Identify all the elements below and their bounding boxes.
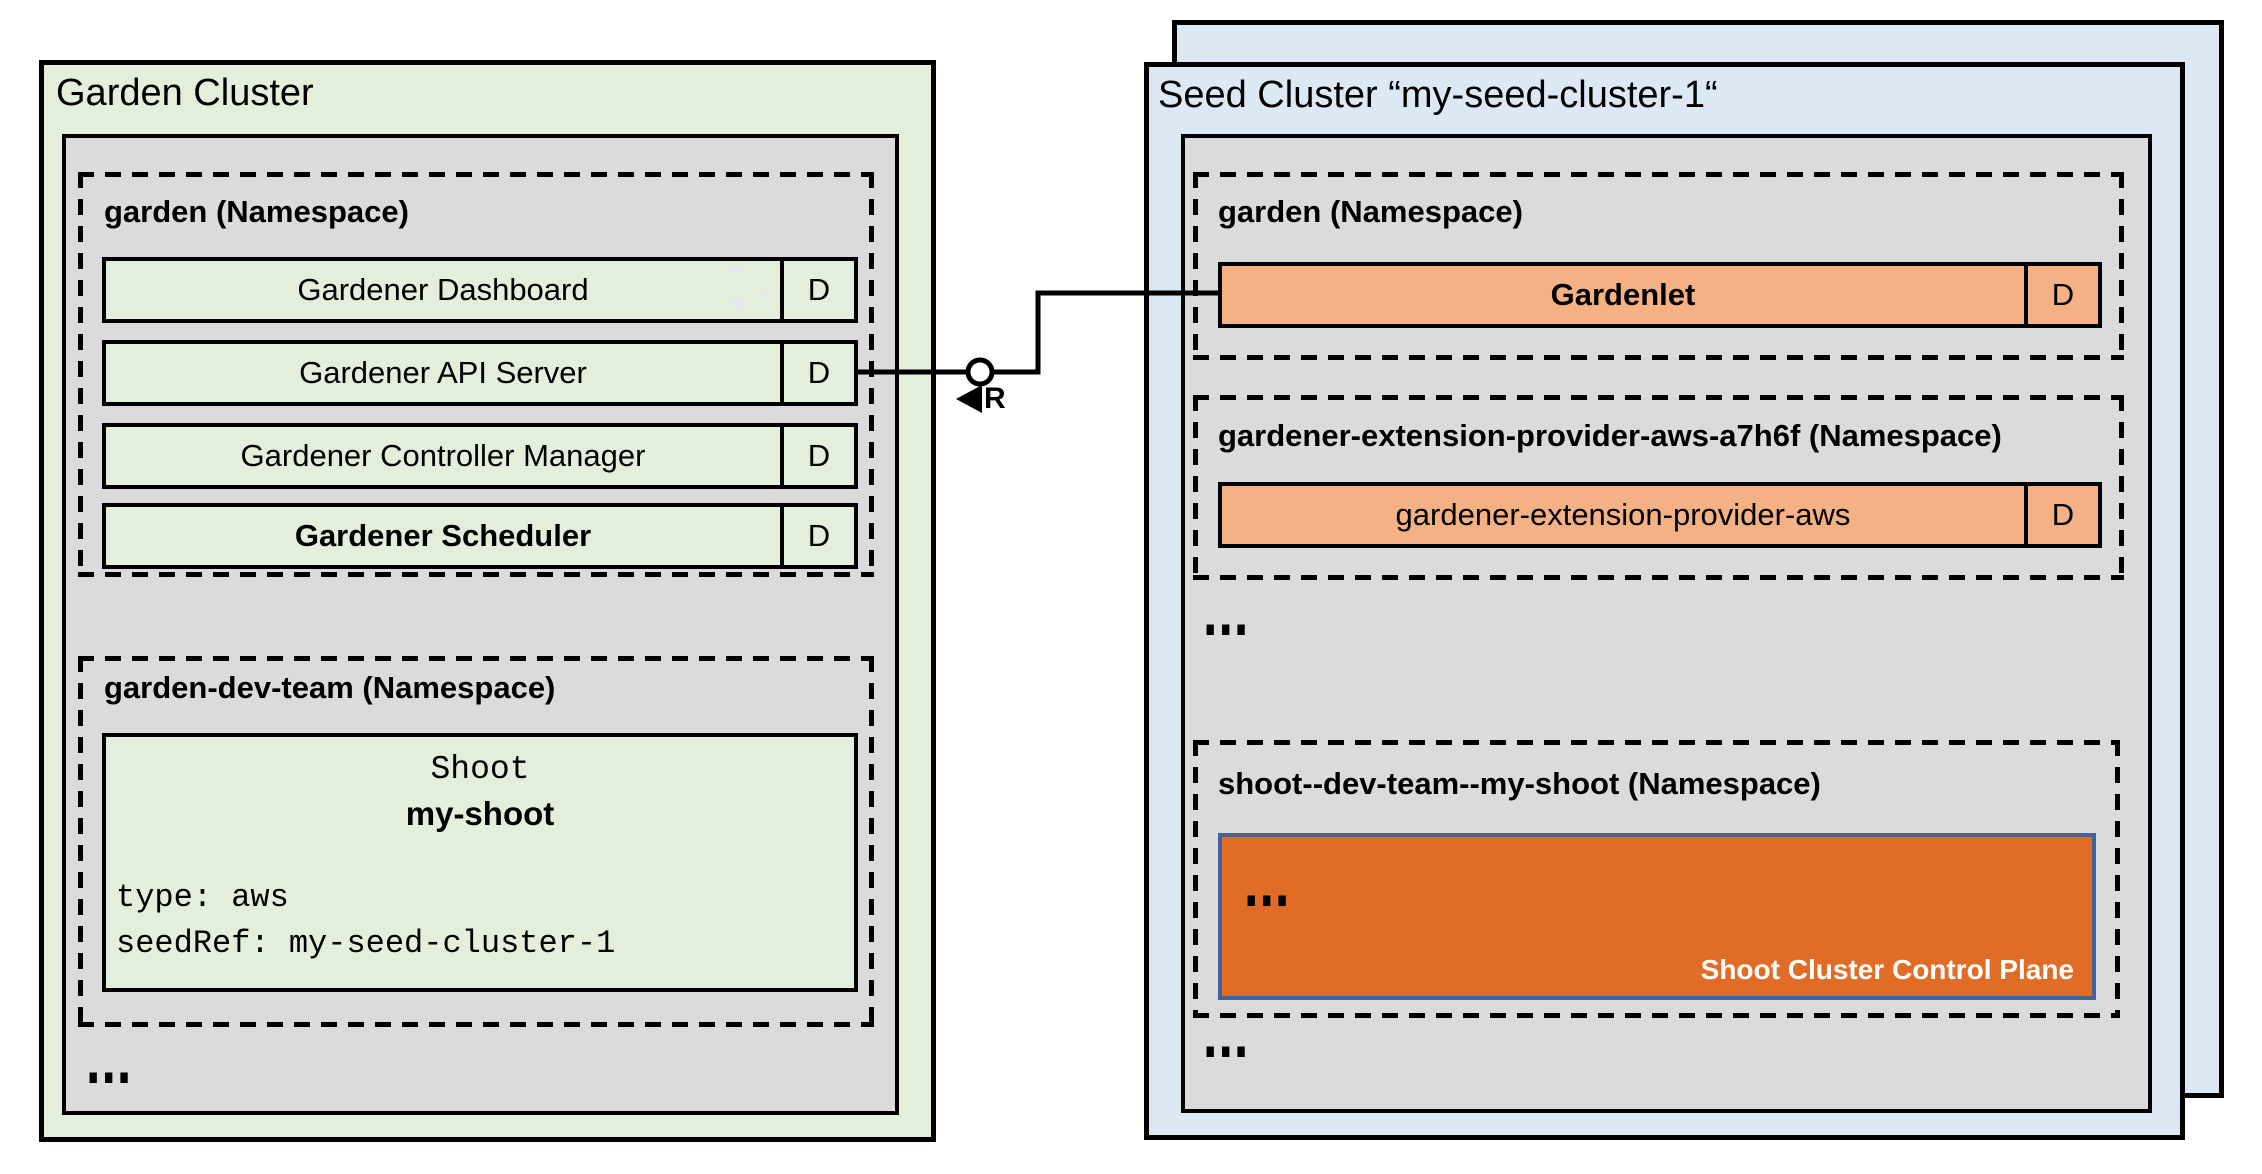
shoot-name: my-shoot	[405, 795, 555, 832]
gardener-dashboard-label: Gardener Dashboard	[297, 272, 589, 307]
extension-provider-label: gardener-extension-provider-aws	[1395, 497, 1851, 532]
left-arrow-icon	[956, 385, 982, 413]
interface-lollipop-circle	[965, 357, 995, 387]
deployment-badge: D	[2024, 486, 2098, 544]
gardener-api-server-label: Gardener API Server	[299, 355, 587, 390]
connector-r-label: R	[984, 382, 1006, 415]
extension-namespace-title: gardener-extension-provider-aws-a7h6f (N…	[1218, 418, 2002, 453]
gardener-controller-manager-row: Gardener Controller Manager D	[102, 423, 858, 489]
gardener-controller-manager-label: Gardener Controller Manager	[240, 438, 646, 473]
shoot-namespace-title: shoot--dev-team--my-shoot (Namespace)	[1218, 766, 1821, 801]
shoot-spec-seedref: seedRef: my-seed-cluster-1	[116, 925, 616, 962]
seed-more-namespaces-ellipsis: ...	[1203, 573, 1250, 652]
deployment-badge: D	[780, 261, 854, 319]
gardener-api-server-row: Gardener API Server D	[102, 340, 858, 406]
garden-more-ellipsis: ...	[86, 1021, 133, 1100]
deployment-badge: D	[780, 507, 854, 565]
shoot-kind: Shoot	[430, 751, 530, 788]
deployment-badge: D	[780, 344, 854, 402]
gardenlet-row: Gardenlet D	[1218, 262, 2102, 328]
deployment-badge: D	[780, 427, 854, 485]
gardener-dashboard-row: Gardener Dashboard D	[102, 257, 858, 323]
shoot-spec-type: type: aws	[116, 879, 289, 916]
seed-cluster-title: Seed Cluster “my-seed-cluster-1“	[1158, 74, 1718, 116]
gardener-scheduler-row: Gardener Scheduler D	[102, 503, 858, 569]
faint-artifact-mark	[728, 266, 743, 273]
seed-garden-namespace-title: garden (Namespace)	[1218, 194, 1523, 229]
faint-artifact-mark	[731, 299, 747, 307]
garden-namespace-title: garden (Namespace)	[104, 194, 409, 229]
garden-cluster-title: Garden Cluster	[56, 72, 314, 114]
gardener-scheduler-label: Gardener Scheduler	[294, 518, 592, 553]
faint-artifact-mark	[757, 291, 771, 297]
control-plane-label: Shoot Cluster Control Plane	[1700, 954, 2074, 985]
shoot-control-plane-box: ... Shoot Cluster Control Plane	[1218, 833, 2096, 1000]
garden-dev-team-namespace-title: garden-dev-team (Namespace)	[104, 670, 556, 705]
control-plane-ellipsis: ...	[1244, 844, 1291, 923]
gardenlet-label: Gardenlet	[1550, 277, 1696, 312]
deployment-badge: D	[2024, 266, 2098, 324]
extension-provider-row: gardener-extension-provider-aws D	[1218, 482, 2102, 548]
seed-bottom-ellipsis: ...	[1203, 995, 1250, 1074]
shoot-resource-card: Shoot my-shoot type: aws seedRef: my-see…	[102, 733, 858, 992]
